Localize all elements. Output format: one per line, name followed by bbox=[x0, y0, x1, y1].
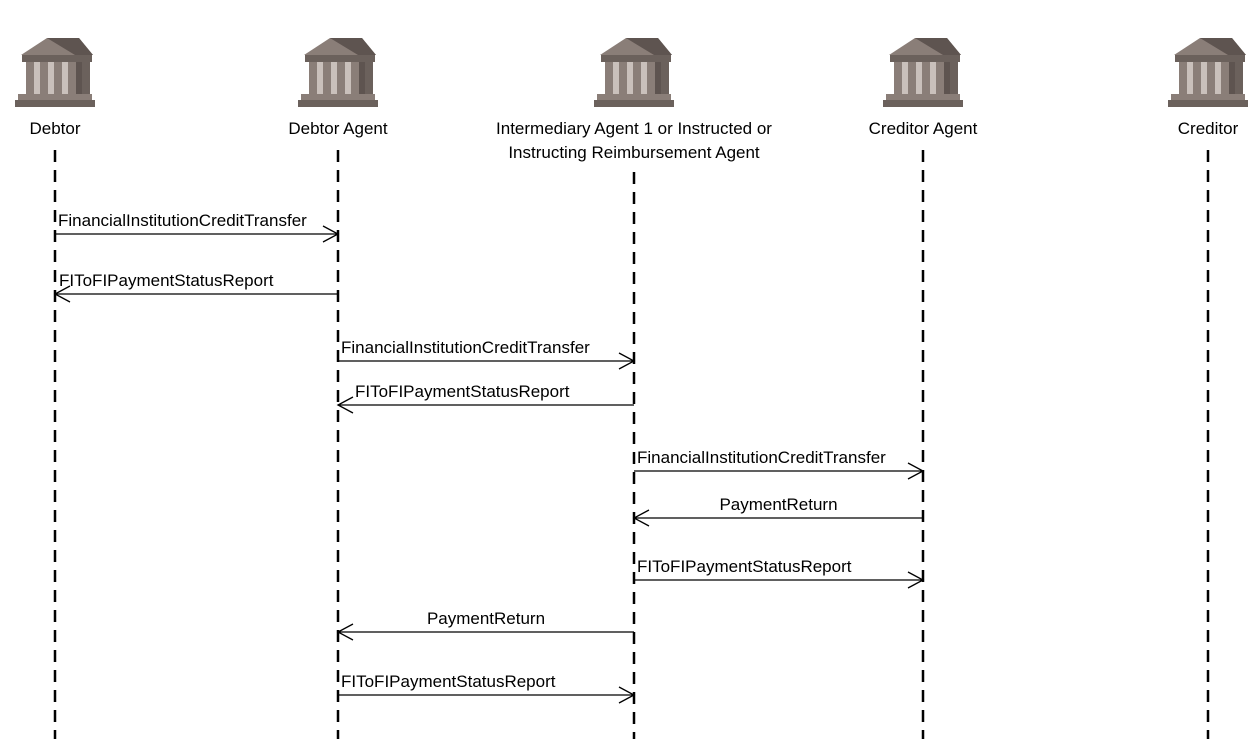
participant-creditor: Creditor bbox=[1168, 38, 1248, 739]
arrowhead bbox=[618, 352, 636, 370]
message: FinancialInstitutionCreditTransfer bbox=[338, 338, 636, 370]
message: FIToFIPaymentStatusReport bbox=[338, 672, 636, 704]
arrowhead bbox=[907, 462, 925, 480]
message-label: FinancialInstitutionCreditTransfer bbox=[341, 338, 590, 357]
message-label: FIToFIPaymentStatusReport bbox=[637, 557, 852, 576]
message: PaymentReturn bbox=[632, 495, 923, 527]
participant-label: Instructing Reimbursement Agent bbox=[508, 143, 760, 162]
participant-creditor-agent: Creditor Agent bbox=[869, 38, 978, 739]
message: FIToFIPaymentStatusReport bbox=[336, 382, 634, 414]
message-label: PaymentReturn bbox=[719, 495, 837, 514]
bank-building-icon bbox=[883, 38, 963, 107]
participant-debtor-agent: Debtor Agent bbox=[288, 38, 388, 739]
arrowhead bbox=[336, 396, 354, 414]
message-label: FinancialInstitutionCreditTransfer bbox=[58, 211, 307, 230]
bank-building-icon bbox=[1168, 38, 1248, 107]
bank-building-icon bbox=[15, 38, 95, 107]
message: FIToFIPaymentStatusReport bbox=[53, 271, 338, 303]
bank-building-icon bbox=[298, 38, 378, 107]
participant-label: Creditor bbox=[1178, 119, 1239, 138]
message: FinancialInstitutionCreditTransfer bbox=[634, 448, 925, 480]
arrowhead bbox=[632, 509, 650, 527]
bank-building-icon bbox=[594, 38, 674, 107]
message: FIToFIPaymentStatusReport bbox=[634, 557, 925, 589]
arrowhead bbox=[53, 285, 71, 303]
participant-label: Intermediary Agent 1 or Instructed or bbox=[496, 119, 772, 138]
participant-label: Debtor bbox=[29, 119, 80, 138]
arrowhead bbox=[907, 571, 925, 589]
arrowhead bbox=[322, 225, 340, 243]
participant-label: Debtor Agent bbox=[288, 119, 388, 138]
message-label: FIToFIPaymentStatusReport bbox=[59, 271, 274, 290]
message: FinancialInstitutionCreditTransfer bbox=[55, 211, 340, 243]
arrowhead bbox=[336, 623, 354, 641]
participant-intermediary: Intermediary Agent 1 or Instructed or Ins… bbox=[496, 38, 772, 739]
message-label: FIToFIPaymentStatusReport bbox=[341, 672, 556, 691]
message-label: FinancialInstitutionCreditTransfer bbox=[637, 448, 886, 467]
message-label: FIToFIPaymentStatusReport bbox=[355, 382, 570, 401]
participant-label: Creditor Agent bbox=[869, 119, 978, 138]
participant-debtor: Debtor bbox=[15, 38, 95, 739]
message-label: PaymentReturn bbox=[427, 609, 545, 628]
message: PaymentReturn bbox=[336, 609, 634, 641]
arrowhead bbox=[618, 686, 636, 704]
